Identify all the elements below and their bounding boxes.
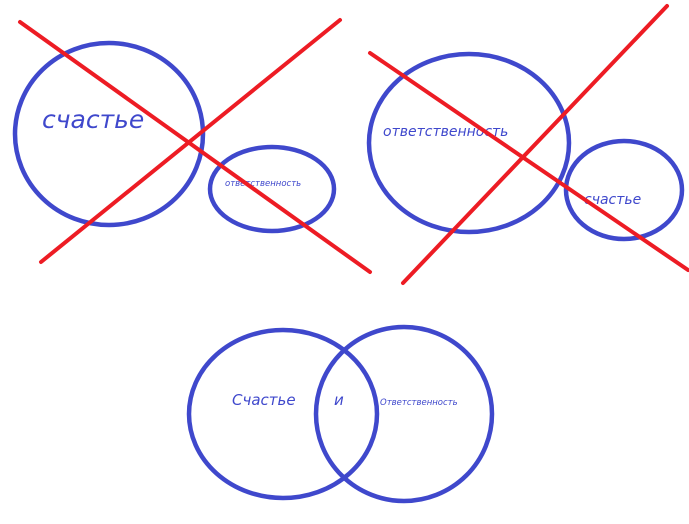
circle-responsibility-big <box>366 51 572 235</box>
circle-happiness-small <box>563 138 685 242</box>
label-happiness-small: счастье <box>584 192 641 208</box>
panel-top-right: ответственность счастье <box>366 4 689 285</box>
cross-line-3 <box>368 51 689 272</box>
circle-happiness <box>186 327 380 501</box>
panel-bottom: Счастье и Ответственность <box>186 324 495 504</box>
label-happiness-big: счастье <box>42 105 144 134</box>
label-conjunction: и <box>334 391 344 409</box>
circle-happiness-big <box>12 40 206 228</box>
panel-top-left: счастье ответственность <box>12 18 372 274</box>
cross-line-1 <box>18 20 372 274</box>
circle-responsibility-small <box>207 144 337 234</box>
circle-responsibility <box>313 324 495 504</box>
label-responsibility: Ответственность <box>380 398 458 408</box>
cross-line-2 <box>39 18 342 264</box>
label-happiness: Счастье <box>232 391 296 409</box>
cross-line-4 <box>401 4 669 285</box>
label-responsibility-small: ответственность <box>225 179 301 189</box>
label-responsibility-big: ответственность <box>383 124 508 140</box>
